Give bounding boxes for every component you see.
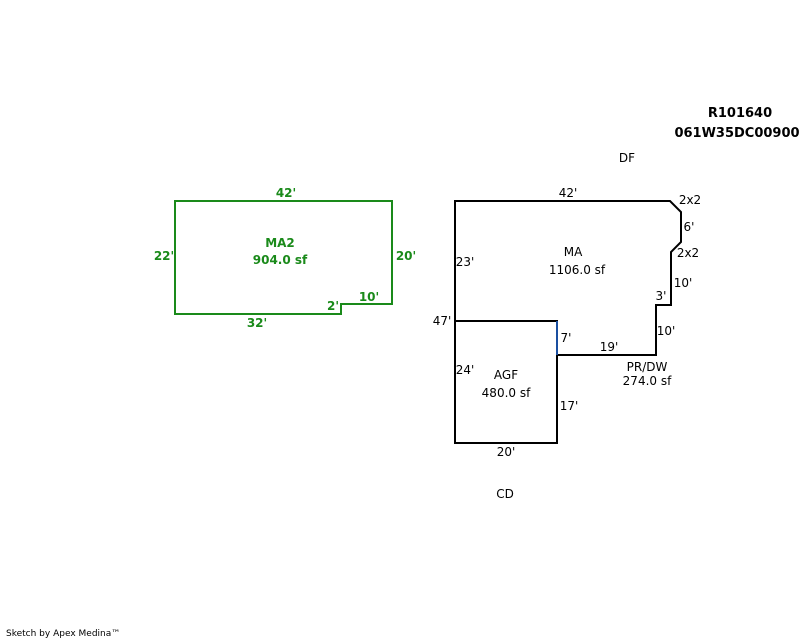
overall-dim-left: 47' [433, 314, 452, 328]
ma2-dim-top: 42' [276, 186, 296, 200]
agf-code: AGF [494, 368, 518, 382]
ma2-outline [174, 200, 393, 315]
ma-dim-right-upper: 6' [684, 220, 695, 234]
agf-dim-right: 17' [560, 399, 579, 413]
sketch-credit: Sketch by Apex Medina™ [6, 629, 120, 639]
ma-dim-top: 42' [559, 186, 578, 200]
ma2-dim-left: 22' [154, 249, 174, 263]
prdw-code: PR/DW [627, 360, 668, 374]
ma2-area: 904.0 sf [253, 253, 308, 267]
label-cd: CD [496, 487, 514, 501]
ma-dim-left: 23' [456, 255, 475, 269]
prdw-dim-right: 10' [657, 324, 676, 338]
ma2-dim-right: 20' [396, 249, 416, 263]
ma-dim-step: 3' [656, 289, 667, 303]
ma2-code: MA2 [265, 236, 295, 250]
ma-area: 1106.0 sf [549, 263, 606, 277]
ma-dim-right-lower: 10' [674, 276, 693, 290]
prdw-dim-bottom: 19' [600, 340, 619, 354]
agf-area: 480.0 sf [482, 386, 531, 400]
ma-dim-corner-mid: 2x2 [677, 246, 699, 260]
agf-dim-left: 24' [456, 363, 475, 377]
agf-dim-bottom: 20' [497, 445, 516, 459]
ma2-dim-step-vertical: 2' [327, 299, 339, 313]
prdw-area: 274.0 sf [623, 374, 672, 388]
agf-dim-top-right: 7' [561, 331, 572, 345]
map-number: 061W35DC00900 [674, 126, 799, 141]
label-df: DF [619, 151, 635, 165]
parcel-id: R101640 [708, 106, 772, 121]
ma2-dim-bottom: 32' [247, 316, 267, 330]
ma-code: MA [564, 245, 583, 259]
agf-outline [454, 320, 558, 444]
ma2-dim-step-horizontal: 10' [359, 290, 379, 304]
ma-dim-corner-top: 2x2 [679, 193, 701, 207]
